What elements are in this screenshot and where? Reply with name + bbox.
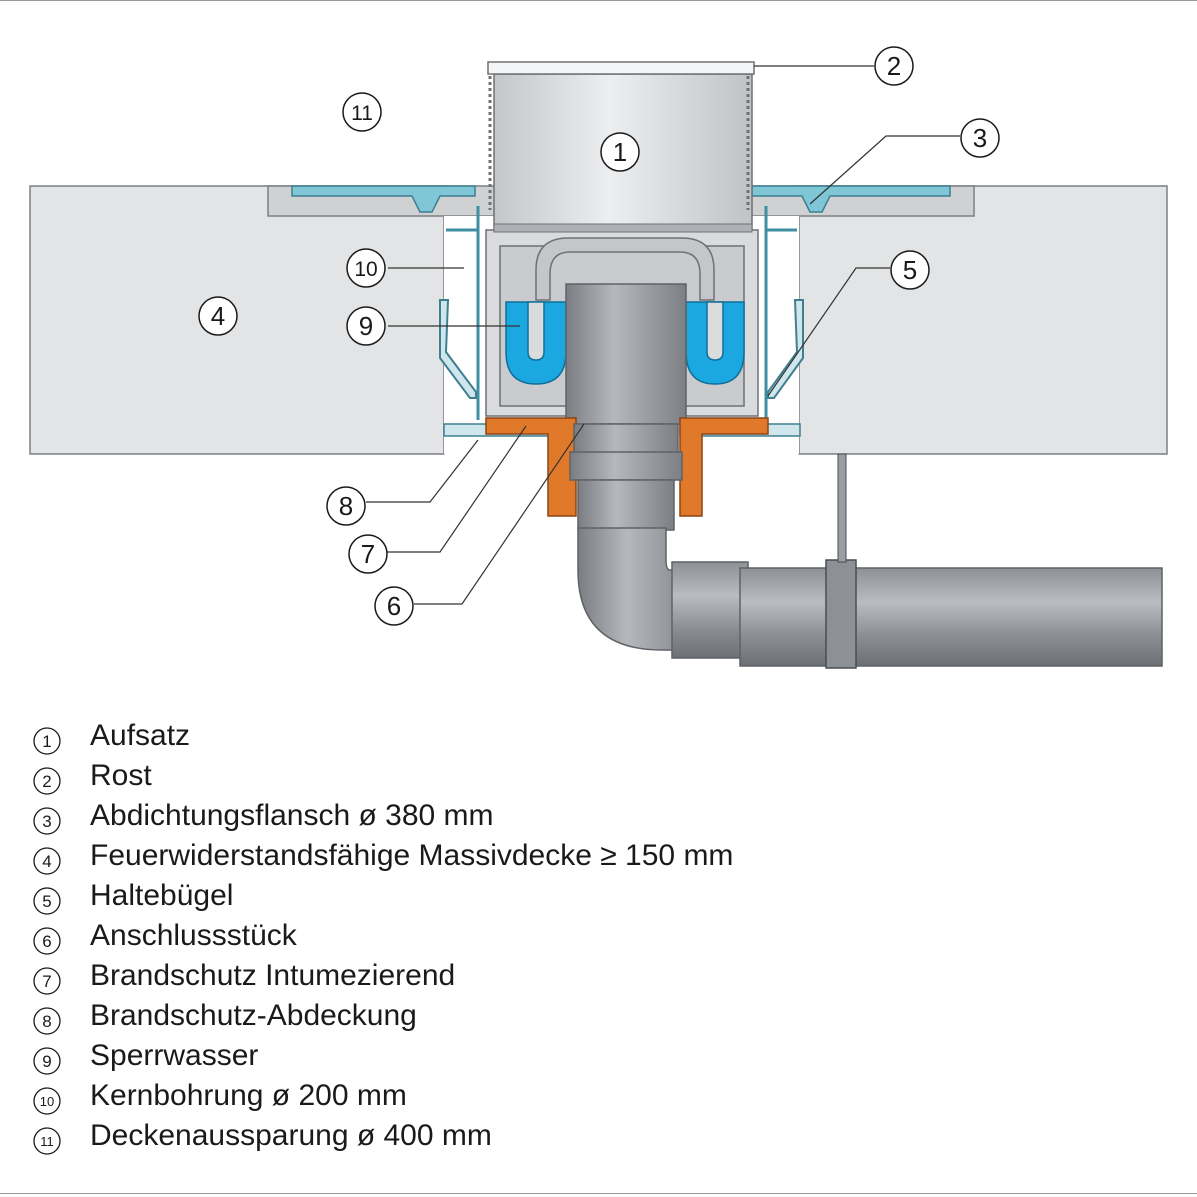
legend-number-badge: 9	[32, 1046, 62, 1076]
svg-text:2: 2	[42, 772, 51, 791]
legend-number-badge: 2	[32, 766, 62, 796]
legend-label: Sperrwasser	[90, 1039, 259, 1072]
water-seal	[505, 301, 745, 385]
callout-2: 2	[874, 46, 914, 86]
callout-8: 8	[326, 486, 366, 526]
legend-label: Kernbohrung ø 200 mm	[90, 1079, 407, 1112]
central-outlet	[565, 283, 687, 425]
svg-text:2: 2	[887, 51, 901, 81]
retaining-bracket	[439, 299, 804, 399]
legend-item: 2 Rost	[0, 755, 1000, 795]
legend-number-badge: 6	[32, 926, 62, 956]
svg-text:10: 10	[40, 1094, 54, 1109]
callout-10: 10	[346, 248, 386, 288]
callout-5: 5	[890, 250, 930, 290]
svg-text:3: 3	[42, 812, 51, 831]
legend-item: 6 Anschlussstück	[0, 915, 1000, 955]
callout-9: 9	[346, 306, 386, 346]
svg-text:1: 1	[42, 732, 51, 751]
svg-text:11: 11	[40, 1134, 54, 1149]
svg-text:8: 8	[339, 491, 353, 521]
legend-label: Aufsatz	[90, 719, 191, 752]
svg-text:8: 8	[42, 1012, 51, 1031]
leader-lines	[366, 65, 960, 605]
svg-text:3: 3	[973, 123, 987, 153]
legend-item: 1 Aufsatz	[0, 715, 1000, 755]
svg-text:5: 5	[903, 255, 917, 285]
bore-liner	[446, 206, 797, 420]
svg-text:4: 4	[211, 301, 225, 331]
legend-label: Anschlussstück	[90, 919, 297, 952]
legend-item: 9 Sperrwasser	[0, 1035, 1000, 1075]
svg-text:9: 9	[359, 311, 373, 341]
legend-number-badge: 3	[32, 806, 62, 836]
sealing-flange	[291, 185, 951, 213]
legend-item: 7 Brandschutz Intumezierend	[0, 955, 1000, 995]
svg-text:4: 4	[42, 852, 51, 871]
callout-11: 11	[342, 92, 382, 132]
legend-number-badge: 5	[32, 886, 62, 916]
legend-label: Brandschutz Intumezierend	[90, 959, 456, 992]
svg-text:1: 1	[613, 137, 627, 167]
connector-piece	[569, 423, 683, 531]
drain-cross-section-diagram: 1 2 3 4 5 6 7 8 9 10 11	[29, 46, 1168, 669]
legend-label: Rost	[90, 759, 152, 792]
callout-3: 3	[960, 118, 1000, 158]
legend-number-badge: 10	[32, 1086, 62, 1116]
legend-item: 10 Kernbohrung ø 200 mm	[0, 1075, 1000, 1115]
svg-text:11: 11	[351, 102, 373, 125]
legend-label: Brandschutz-Abdeckung	[90, 999, 417, 1032]
legend-label: Feuerwiderstandsfähige Massivdecke ≥ 150…	[90, 839, 734, 872]
svg-text:6: 6	[42, 932, 51, 951]
legend-number-badge: 11	[32, 1126, 62, 1156]
callout-7: 7	[348, 534, 388, 574]
legend-number-badge: 7	[32, 966, 62, 996]
legend-item: 11 Deckenaussparung ø 400 mm	[0, 1115, 1000, 1155]
legend-number-badge: 8	[32, 1006, 62, 1036]
drain-pipe	[577, 453, 1163, 669]
svg-text:10: 10	[354, 258, 377, 281]
callout-4: 4	[198, 296, 238, 336]
intumescent-protection	[485, 417, 769, 517]
legend-label: Deckenaussparung ø 400 mm	[90, 1119, 492, 1152]
svg-text:6: 6	[387, 591, 401, 621]
legend-number-badge: 1	[32, 726, 62, 756]
legend-number-badge: 4	[32, 846, 62, 876]
legend-item: 8 Brandschutz-Abdeckung	[0, 995, 1000, 1035]
bottom-border	[0, 1193, 1197, 1194]
top-border	[0, 0, 1197, 1]
legend-item: 3 Abdichtungsflansch ø 380 mm	[0, 795, 1000, 835]
svg-text:7: 7	[361, 539, 375, 569]
svg-text:9: 9	[42, 1052, 51, 1071]
svg-text:5: 5	[42, 892, 51, 911]
callout-6: 6	[374, 586, 414, 626]
callout-1: 1	[600, 132, 640, 172]
legend-label: Haltebügel	[90, 879, 234, 912]
svg-text:7: 7	[42, 972, 51, 991]
legend-item: 5 Haltebügel	[0, 875, 1000, 915]
legend-label: Abdichtungsflansch ø 380 mm	[90, 799, 494, 832]
legend-item: 4 Feuerwiderstandsfähige Massivdecke ≥ 1…	[0, 835, 1000, 875]
